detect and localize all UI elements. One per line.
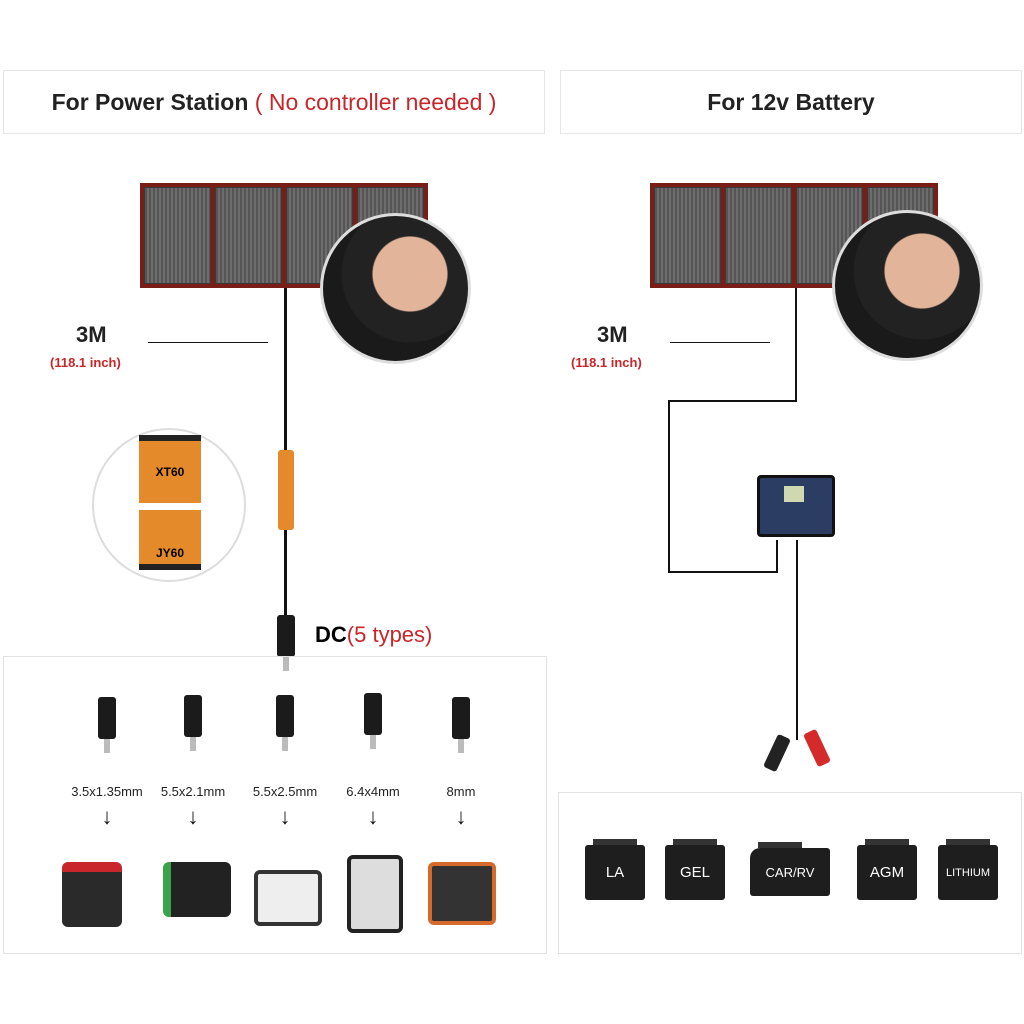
left-header: For Power Station ( No controller needed… — [3, 70, 545, 134]
dc-tip-1 — [98, 697, 116, 753]
arrow-down-icon: ↓ — [187, 804, 199, 829]
car-rv-icon: CAR/RV — [750, 842, 830, 896]
arrow-down-icon: ↓ — [279, 804, 291, 829]
battery-gel: GEL — [665, 839, 725, 900]
controller-lcd — [784, 486, 804, 502]
cable-inches-right: (118.1 inch) — [571, 355, 642, 370]
power-station-2 — [163, 862, 231, 917]
pointer-line — [148, 342, 268, 343]
power-station-5 — [428, 862, 496, 925]
left-header-note: ( No controller needed ) — [254, 88, 497, 115]
sae-connector-magnifier-right — [832, 210, 983, 361]
xt60-connector — [278, 450, 294, 530]
dc-tip-5 — [452, 697, 470, 753]
battery-lithium: LITHIUM — [938, 839, 998, 900]
cable-length-right: 3M — [597, 322, 628, 347]
cable-right — [668, 400, 797, 402]
dc-plug — [277, 615, 295, 671]
arrow-down-icon: ↓ — [101, 804, 113, 829]
dc-text: DC — [315, 622, 347, 647]
dc-tip-3 — [276, 695, 294, 751]
dc-note: (5 types) — [346, 622, 433, 647]
pointer-line — [670, 342, 770, 343]
battery-clip-red — [803, 728, 831, 768]
power-station-3 — [254, 870, 322, 926]
battery-agm: AGM — [857, 839, 917, 900]
cable-right — [668, 400, 670, 573]
arrow-down-icon: ↓ — [455, 804, 467, 829]
power-station-4 — [347, 855, 403, 933]
arrow-down-icon: ↓ — [367, 804, 379, 829]
dc-size-2: 5.5x2.1mm — [160, 784, 226, 799]
battery-types-box — [558, 792, 1022, 954]
dc-size-4: 6.4x4mm — [346, 784, 400, 799]
power-station-1 — [62, 862, 122, 927]
left-header-title: For Power Station — [51, 88, 249, 115]
cable-right — [796, 540, 798, 740]
dc-tip-2 — [184, 695, 202, 751]
right-header: For 12v Battery — [560, 70, 1022, 134]
cable-inches-left: (118.1 inch) — [50, 355, 121, 370]
cable-length-left: 3M — [76, 322, 107, 347]
cable-right — [668, 571, 778, 573]
right-header-title: For 12v Battery — [707, 88, 875, 115]
cable-right — [795, 288, 797, 400]
dc-types-box — [3, 656, 547, 954]
xt60-label: XT60 — [139, 435, 201, 503]
charge-controller — [757, 475, 835, 537]
battery-la: LA — [585, 839, 645, 900]
sae-connector-magnifier-left — [320, 213, 471, 364]
xt60-magnifier: XT60 JY60 — [92, 428, 246, 582]
dc-size-1: 3.5x1.35mm — [71, 784, 143, 799]
dc-tip-4 — [364, 693, 382, 749]
dc-size-3: 5.5x2.5mm — [252, 784, 318, 799]
cable-right — [776, 540, 778, 573]
dc-label: DC(5 types) — [315, 622, 432, 648]
dc-size-5: 8mm — [446, 784, 476, 799]
battery-clip-black — [763, 733, 791, 773]
jy60-label: JY60 — [139, 510, 201, 570]
